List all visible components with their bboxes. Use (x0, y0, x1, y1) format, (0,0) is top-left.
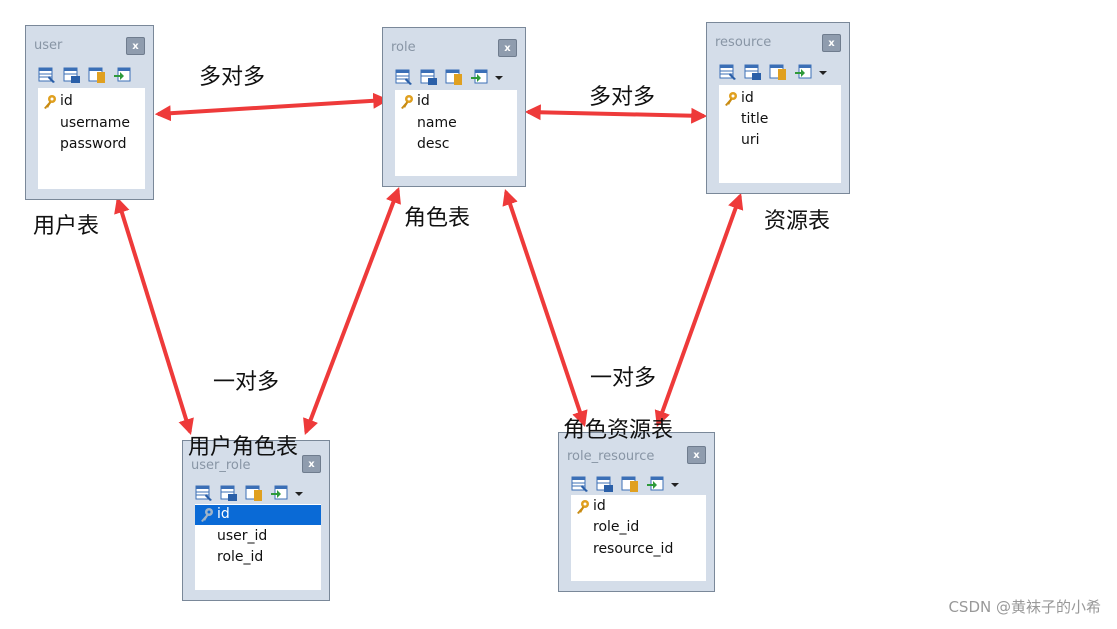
user-table-label: 用户表 (33, 214, 100, 239)
close-icon[interactable]: x (498, 39, 517, 57)
dropdown-arrow-icon[interactable] (671, 475, 679, 493)
arrow-role-resource (524, 104, 708, 124)
field-row[interactable]: id (719, 89, 841, 109)
field-row[interactable]: id (395, 92, 517, 112)
resource-table[interactable]: resource x id title uri (706, 22, 850, 194)
arrow-user-role (154, 92, 390, 122)
dropdown-arrow-icon[interactable] (819, 63, 827, 81)
user-table[interactable]: user x id username password (25, 25, 154, 200)
table-title: user (34, 38, 63, 53)
field-row[interactable]: role_id (217, 549, 264, 565)
view-table-icon[interactable] (220, 484, 238, 502)
design-table-icon[interactable] (38, 66, 56, 84)
design-table-icon[interactable] (571, 475, 589, 493)
table-title: resource (715, 35, 772, 50)
close-icon[interactable]: x (822, 34, 841, 52)
import-icon[interactable] (113, 66, 131, 84)
field-row[interactable]: resource_id (593, 541, 674, 557)
field-list: id username password (38, 88, 145, 189)
user-role-table[interactable]: user_role x id user_id role_id (182, 440, 330, 601)
field-row[interactable]: title (741, 111, 769, 127)
key-table-icon[interactable] (769, 63, 787, 81)
primary-key-icon (198, 507, 214, 523)
field-row[interactable]: desc (417, 136, 450, 152)
view-table-icon[interactable] (63, 66, 81, 84)
table-toolbar (38, 64, 145, 86)
design-table-icon[interactable] (195, 484, 213, 502)
field-row[interactable]: role_id (593, 519, 640, 535)
arrow-user-userrole (114, 196, 194, 436)
import-icon[interactable] (270, 484, 288, 502)
import-icon[interactable] (646, 475, 664, 493)
field-row[interactable]: username (60, 115, 130, 131)
dropdown-arrow-icon[interactable] (495, 68, 503, 86)
table-toolbar (571, 473, 706, 495)
key-table-icon[interactable] (621, 475, 639, 493)
primary-key-icon (41, 94, 57, 110)
role-resource-table[interactable]: role_resource x id role_id resource_id (558, 432, 715, 592)
role-table-label: 角色表 (404, 206, 471, 231)
field-row[interactable]: user_id (217, 528, 268, 544)
table-toolbar (719, 61, 841, 83)
arrow-role-userrole (303, 187, 401, 435)
field-row[interactable]: id (38, 92, 145, 112)
design-table-icon[interactable] (719, 63, 737, 81)
import-icon[interactable] (470, 68, 488, 86)
role-resource-table-label: 角色资源表 (563, 418, 674, 443)
field-list: id role_id resource_id (571, 495, 706, 581)
role-table[interactable]: role x id name desc (382, 27, 526, 187)
table-toolbar (395, 66, 517, 88)
view-table-icon[interactable] (420, 68, 438, 86)
field-row[interactable]: name (417, 115, 457, 131)
table-toolbar (195, 482, 321, 504)
table-title: role_resource (567, 449, 655, 464)
import-icon[interactable] (794, 63, 812, 81)
key-table-icon[interactable] (88, 66, 106, 84)
view-table-icon[interactable] (744, 63, 762, 81)
field-list: id name desc (395, 90, 517, 176)
field-row[interactable]: id (571, 497, 706, 517)
watermark: CSDN @黄袜子的小希 (948, 598, 1101, 616)
relation-label-role-resource-one: 一对多 (590, 366, 657, 391)
view-table-icon[interactable] (596, 475, 614, 493)
primary-key-icon (398, 94, 414, 110)
close-icon[interactable]: x (126, 37, 145, 55)
relation-label-user-role: 多对多 (199, 65, 266, 90)
primary-key-icon (574, 499, 590, 515)
field-row-selected[interactable]: id (195, 505, 321, 525)
table-title: user_role (191, 458, 251, 473)
table-title: role (391, 40, 416, 55)
field-list: id title uri (719, 85, 841, 183)
field-row[interactable]: password (60, 136, 127, 152)
relation-label-role-resource: 多对多 (589, 85, 656, 110)
field-row[interactable]: uri (741, 132, 760, 148)
primary-key-icon (722, 91, 738, 107)
arrow-role-roleresource (502, 188, 588, 428)
key-table-icon[interactable] (245, 484, 263, 502)
arrow-resource-roleresource (654, 192, 744, 428)
dropdown-arrow-icon[interactable] (295, 484, 303, 502)
close-icon[interactable]: x (302, 455, 321, 473)
user-role-table-label: 用户角色表 (188, 435, 299, 460)
field-list: id user_id role_id (195, 504, 321, 590)
relation-label-user-role-one: 一对多 (213, 370, 280, 395)
close-icon[interactable]: x (687, 446, 706, 464)
key-table-icon[interactable] (445, 68, 463, 86)
design-table-icon[interactable] (395, 68, 413, 86)
resource-table-label: 资源表 (764, 209, 831, 234)
